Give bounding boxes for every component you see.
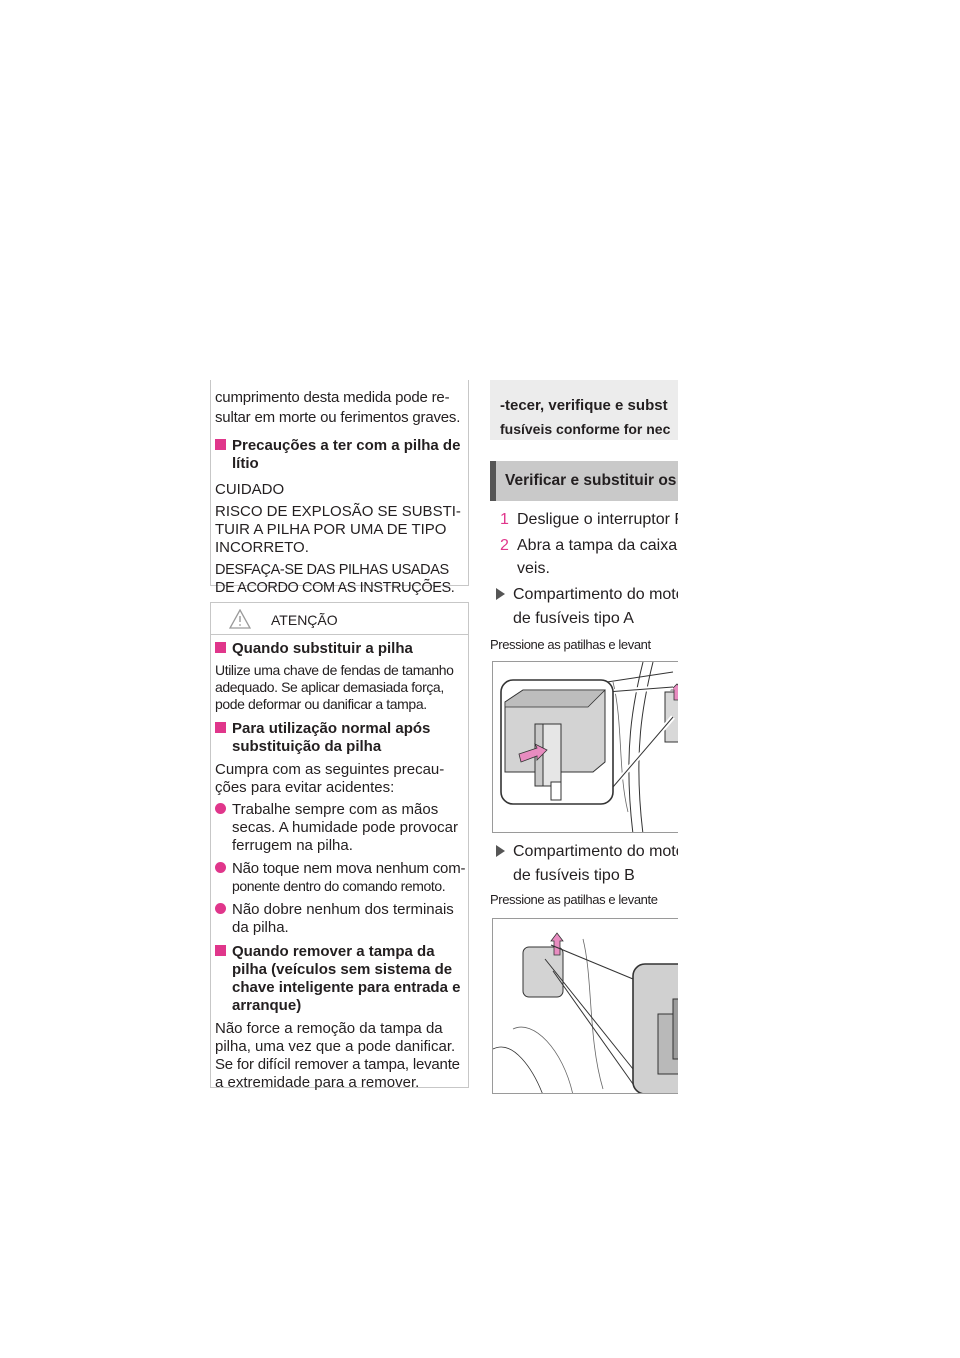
attention-text: secas. A humidade pode provocar [232, 819, 458, 836]
attention-text: a extremidade para a remover. [215, 1074, 420, 1091]
risk-text: TUIR A PILHA POR UMA DE TIPO [215, 521, 447, 538]
type-a-heading: Compartimento do moto [513, 586, 678, 603]
intro-banner [490, 380, 678, 440]
arrow-bullet [496, 844, 513, 863]
right-column: -tecer, verifique e subst fusíveis confo… [490, 380, 678, 1100]
dot-bullet-icon [215, 862, 226, 873]
dispose-text: DE ACORDO COM AS INSTRUÇÕES. [215, 580, 455, 596]
attention-text: pilha, uma vez que a pode danificar. [215, 1038, 456, 1055]
normal-use-heading-cont: substituição da pilha [232, 738, 382, 755]
step-text: Desligue o interruptor P [517, 511, 678, 528]
caution-label: CUIDADO [215, 481, 285, 498]
warning-text-line: sultar em morte ou ferimentos graves. [215, 409, 461, 426]
square-bullet-icon [215, 945, 226, 956]
bullet-no-bend [215, 900, 226, 919]
square-bullet-icon [215, 722, 226, 733]
attention-text: Não force a remoção da tampa da [215, 1020, 443, 1037]
fuse-box-b-illustration [492, 918, 678, 1094]
step-text: veis. [517, 560, 550, 577]
attention-text: Não toque nem mova nenhum com- [232, 860, 466, 877]
intro-text: -tecer, verifique e subst [500, 397, 668, 414]
attention-text: ferrugem na pilha. [232, 837, 353, 854]
dot-bullet-icon [215, 903, 226, 914]
section-title: Verificar e substituir os [505, 472, 677, 489]
fuse-box-a-illustration [492, 661, 678, 833]
warning-box-continued: cumprimento desta medida pode re- sultar… [210, 380, 469, 596]
type-a-heading: de fusíveis tipo A [513, 610, 634, 627]
battery-replace-heading: Quando substituir a pilha [215, 639, 413, 658]
risk-text: INCORRETO. [215, 539, 309, 556]
fuse-box-b-drawing [493, 932, 678, 1093]
square-bullet-icon [215, 642, 226, 653]
attention-text: pode deformar ou danificar a tampa. [215, 696, 427, 712]
attention-text: Cumpra com as seguintes precau- [215, 761, 445, 778]
step-number: 2 [500, 537, 509, 554]
square-bullet-icon [215, 439, 226, 450]
attention-text: Não dobre nenhum dos terminais [232, 901, 454, 918]
dot-bullet-icon [215, 803, 226, 814]
remove-cover-heading: Quando remover a tampa da [215, 942, 435, 961]
remove-cover-heading-cont: pilha (veículos sem sistema de [232, 961, 453, 978]
arrow-bullet [496, 587, 513, 606]
attention-box: ATENÇÃO Quando substituir a pilha Utiliz… [210, 602, 469, 1091]
attention-text: Utilize uma chave de fendas de tamanho [215, 662, 454, 678]
remove-cover-heading-cont: chave inteligente para entrada e [232, 979, 461, 996]
warning-text-line: cumprimento desta medida pode re- [215, 389, 450, 406]
bullet-no-touch [215, 859, 226, 878]
attention-text: da pilha. [232, 919, 289, 936]
intro-text: fusíveis conforme for nec [500, 421, 671, 437]
lithium-heading: Precauções a ter com a pilha de [215, 436, 460, 455]
attention-text: ções para evitar acidentes: [215, 779, 395, 796]
attention-title: ATENÇÃO [271, 612, 338, 628]
dispose-text: DESFAÇA-SE DAS PILHAS USADAS [215, 562, 449, 578]
arrow-bullet-icon [496, 588, 505, 600]
type-b-caption: Pressione as patilhas e levante [490, 892, 658, 907]
normal-use-heading: Para utilização normal após [215, 719, 430, 738]
step-number: 1 [500, 511, 509, 528]
type-b-heading: Compartimento do moto [513, 843, 678, 860]
divider [211, 634, 468, 635]
step-text: Abra a tampa da caixa [517, 537, 678, 554]
type-b-heading: de fusíveis tipo B [513, 867, 635, 884]
arrow-bullet-icon [496, 845, 505, 857]
remove-cover-heading-cont: arranque) [232, 997, 302, 1014]
section-header: Verificar e substituir os [490, 461, 678, 501]
warning-triangle-icon [229, 609, 251, 629]
attention-text: ponente dentro do comando remoto. [232, 878, 446, 894]
fuse-box-a-drawing [500, 662, 678, 832]
attention-text: Trabalhe sempre com as mãos [232, 801, 439, 818]
type-a-caption: Pressione as patilhas e levant [490, 637, 651, 652]
lithium-heading-cont: lítio [232, 455, 259, 472]
risk-text: RISCO DE EXPLOSÃO SE SUBSTI- [215, 503, 461, 520]
attention-text: adequado. Se aplicar demasiada força, [215, 679, 444, 695]
bullet-dry-hands [215, 800, 226, 819]
attention-text: Se for difícil remover a tampa, levante [215, 1056, 460, 1073]
